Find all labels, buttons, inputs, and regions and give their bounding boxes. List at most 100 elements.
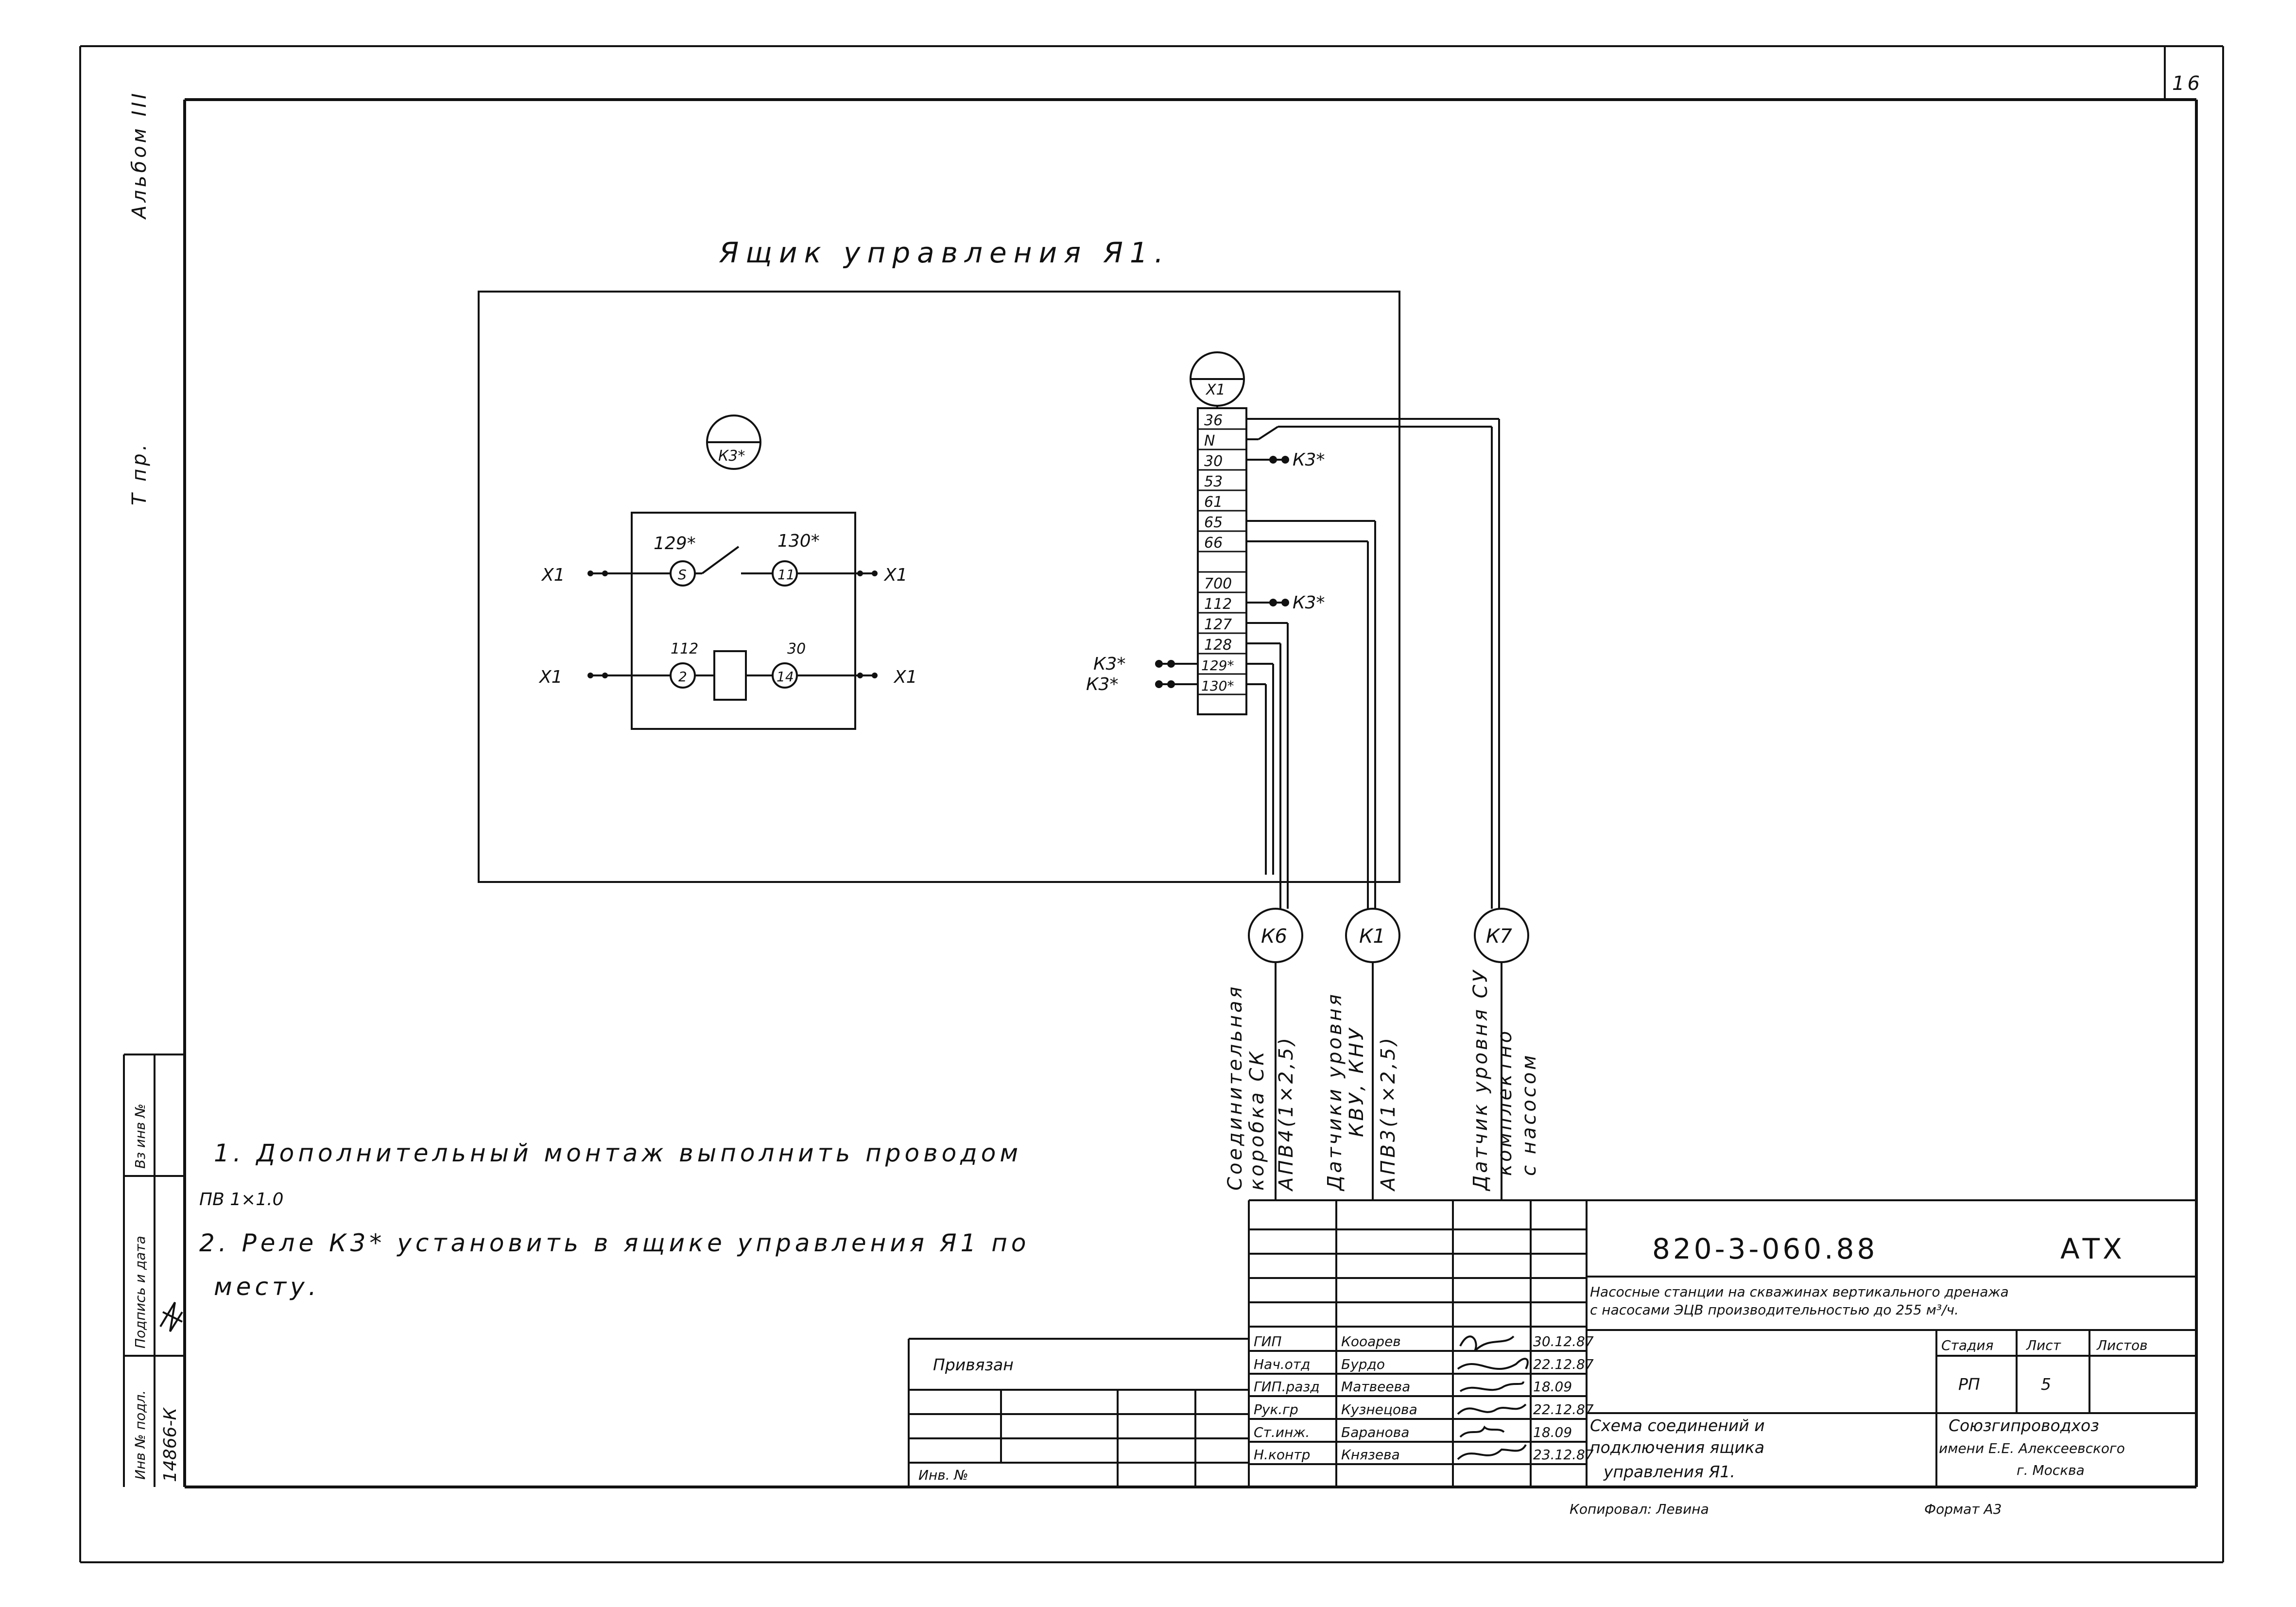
terminal-cell: 112 bbox=[1204, 596, 1232, 613]
inv-label: Инв. № bbox=[918, 1467, 968, 1483]
format: Формат А3 bbox=[1924, 1501, 2002, 1517]
terminal-cell: 130* bbox=[1201, 678, 1234, 694]
org-line: г. Москва bbox=[2017, 1462, 2085, 1478]
terminal-x1-label: X1 bbox=[1205, 381, 1226, 398]
terminal-cell: 700 bbox=[1204, 575, 1232, 592]
org-line: имени Е.Е. Алексеевского bbox=[1939, 1440, 2125, 1456]
relay-k3-symbol: К3* bbox=[706, 415, 761, 470]
cable-k1-label: К1 bbox=[1359, 925, 1385, 948]
role-label: Ст.инж. bbox=[1254, 1424, 1310, 1440]
role-date: 22.12.87 bbox=[1533, 1401, 1594, 1417]
sheet-frame bbox=[79, 45, 2224, 1563]
copied-by: Копировал: Левина bbox=[1570, 1501, 1709, 1517]
tpr-label: Т пр. bbox=[128, 442, 151, 505]
terminal-cell: N bbox=[1204, 432, 1215, 449]
pin-2: 2 bbox=[678, 669, 687, 685]
role-date: 18.09 bbox=[1533, 1424, 1572, 1440]
role-name: Князева bbox=[1341, 1447, 1400, 1463]
stage-value: РП bbox=[1958, 1375, 1980, 1394]
pin-11: 11 bbox=[777, 567, 795, 583]
cable-wiring bbox=[1246, 418, 1500, 909]
cable-k6-desc: Соединительная bbox=[1224, 984, 1246, 1191]
ref-k3-112: К3* bbox=[1293, 593, 1325, 613]
stage-label: Стадия bbox=[1941, 1337, 1993, 1353]
cable-k6-desc: АПВ4(1×2,5) bbox=[1275, 1036, 1297, 1192]
role-name: Матвеева bbox=[1341, 1379, 1410, 1395]
note-1b: ПВ 1×1.0 bbox=[199, 1190, 284, 1210]
sheet-title-line: управления Я1. bbox=[1603, 1462, 1735, 1481]
cable-down-lines bbox=[1275, 962, 1502, 1200]
cable-k7-label: К7 bbox=[1486, 925, 1512, 948]
wire-30: 30 bbox=[787, 640, 806, 657]
privyazan-label: Привязан bbox=[933, 1355, 1014, 1374]
role-date: 30.12.87 bbox=[1533, 1333, 1594, 1349]
cable-k1-desc: Датчики уровня bbox=[1324, 992, 1346, 1192]
cable-k6: К6 bbox=[1248, 908, 1303, 963]
stamp-podpis: Подпись и дата bbox=[132, 1236, 148, 1348]
ref-k3-30: К3* bbox=[1293, 450, 1325, 470]
cable-k7-desc: комплектно bbox=[1494, 1029, 1516, 1176]
ref-k3-129: К3* bbox=[1093, 654, 1125, 674]
role-name: Баранова bbox=[1341, 1424, 1409, 1440]
wire-130: 130* bbox=[777, 531, 820, 551]
cable-k1: К1 bbox=[1345, 908, 1400, 963]
sheets-label: Листов bbox=[2096, 1337, 2148, 1353]
control-box bbox=[478, 291, 1400, 883]
cable-k1-desc: АПВ3(1×2,5) bbox=[1377, 1036, 1399, 1192]
wire-129: 129* bbox=[654, 534, 696, 553]
relay-box bbox=[631, 512, 856, 730]
stamp-vz-inv: Вз инв № bbox=[132, 1104, 148, 1169]
project-line-1: Насосные станции на скважинах вертикальн… bbox=[1590, 1284, 2009, 1300]
doc-part: АТХ bbox=[2060, 1232, 2125, 1265]
doc-code: 820-3-060.88 bbox=[1652, 1232, 1878, 1265]
relay-row-1 bbox=[588, 546, 877, 587]
role-label: Н.контр bbox=[1254, 1447, 1310, 1463]
note-2b: месту. bbox=[214, 1273, 320, 1301]
stamp-inv-podl: Инв № подл. bbox=[132, 1390, 148, 1480]
k3-reference-arrows bbox=[1155, 456, 1289, 688]
terminal-cell: 127 bbox=[1204, 616, 1232, 633]
role-name: Кооарев bbox=[1341, 1333, 1401, 1349]
org-line: Союзгипроводхоз bbox=[1949, 1416, 2099, 1435]
page-title: Ящик управления Я1. bbox=[719, 236, 1170, 269]
wire-112: 112 bbox=[671, 640, 698, 657]
album-label: Альбом III bbox=[128, 90, 151, 220]
x1-left-1: X1 bbox=[541, 565, 565, 585]
terminal-cell: 128 bbox=[1204, 637, 1232, 654]
project-line-2: с насосами ЭЦВ производительностью до 25… bbox=[1590, 1302, 1959, 1318]
role-label: ГИП.разд bbox=[1254, 1379, 1320, 1395]
stamp-inv-value: 14866-К bbox=[160, 1407, 180, 1482]
signature-mark bbox=[159, 1301, 183, 1332]
pin-s: S bbox=[678, 567, 687, 583]
sheet-title-line: Схема соединений и bbox=[1590, 1416, 1765, 1435]
title-block-grid bbox=[908, 1199, 2196, 1487]
x1-left-2: X1 bbox=[538, 667, 563, 687]
role-label: ГИП bbox=[1254, 1333, 1282, 1349]
terminal-cell: 30 bbox=[1204, 453, 1223, 470]
terminal-cell: 65 bbox=[1204, 514, 1223, 531]
terminal-dividers bbox=[1198, 428, 1246, 695]
terminal-cell: 36 bbox=[1204, 412, 1223, 429]
terminal-cell: 53 bbox=[1204, 473, 1223, 490]
cable-k7: К7 bbox=[1474, 908, 1529, 963]
terminal-cell: 66 bbox=[1204, 535, 1223, 552]
x1-right-2: X1 bbox=[893, 667, 917, 687]
x1-right-1: X1 bbox=[883, 565, 908, 585]
cable-k6-label: К6 bbox=[1261, 925, 1287, 948]
role-name: Бурдо bbox=[1341, 1356, 1385, 1372]
sheet-value: 5 bbox=[2041, 1375, 2051, 1394]
ref-k3-130: К3* bbox=[1086, 674, 1118, 694]
role-label: Рук.гр bbox=[1254, 1401, 1298, 1417]
sheet-number: 16 bbox=[2172, 72, 2203, 95]
role-date: 22.12.87 bbox=[1533, 1356, 1594, 1372]
role-date: 23.12.87 bbox=[1533, 1447, 1594, 1463]
role-date: 18.09 bbox=[1533, 1379, 1572, 1395]
signatures bbox=[1457, 1335, 1529, 1460]
terminal-cell: 61 bbox=[1204, 494, 1223, 511]
pin-14: 14 bbox=[777, 669, 794, 685]
terminal-cell: 129* bbox=[1201, 657, 1234, 674]
cable-k7-desc: Датчик уровня СУ bbox=[1469, 968, 1492, 1192]
role-name: Кузнецова bbox=[1341, 1401, 1417, 1417]
role-label: Нач.отд bbox=[1254, 1356, 1310, 1372]
